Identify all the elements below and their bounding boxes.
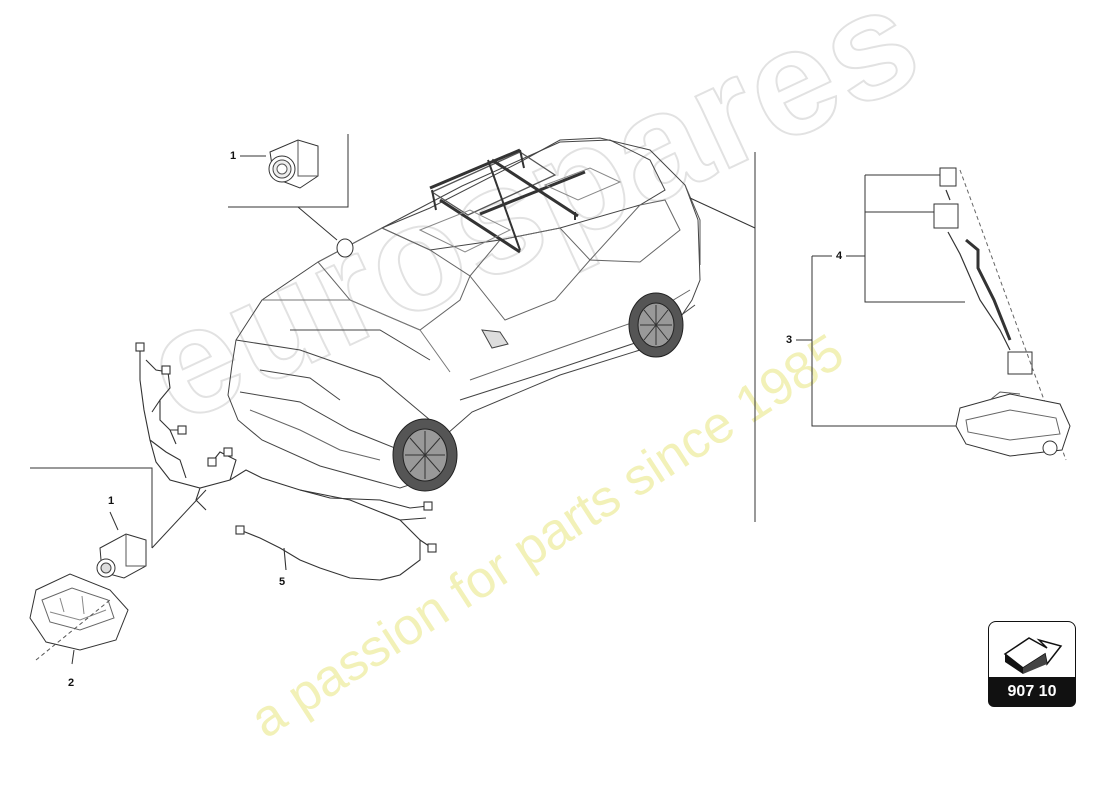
- top-sensor-bracket: [228, 134, 349, 208]
- bottom-sensor-part: [96, 533, 147, 579]
- right-leader: [689, 197, 756, 229]
- callout-top-sensor: 1: [230, 150, 237, 162]
- badge-frame: [988, 621, 1076, 678]
- front-sensor-location: [336, 238, 354, 258]
- callout-bottom-sensor: 1: [108, 495, 115, 507]
- vehicle-outline: [227, 137, 701, 492]
- top-sensor-part: [268, 139, 319, 189]
- top-sensor-leader: [297, 206, 338, 241]
- page-number: 907 10: [988, 677, 1076, 707]
- camera-bracket: [811, 256, 958, 427]
- callout-housing: 2: [68, 677, 75, 689]
- wiring-harness: [135, 342, 437, 581]
- harness-callout-line: [283, 547, 287, 571]
- housing-callout-line: [71, 649, 75, 665]
- page-reference-badge[interactable]: 907 10: [988, 621, 1076, 707]
- connector-bracket: [864, 175, 965, 303]
- callout-wiring-harness: 5: [279, 576, 286, 588]
- housing-part: [29, 573, 129, 651]
- rear-sensor-leader: [151, 489, 207, 549]
- rear-sensor-bracket: [30, 467, 153, 548]
- arrow-page-icon: [1003, 637, 1063, 674]
- top-sensor-group: [228, 134, 354, 258]
- callout-connector-set: 4: [836, 250, 843, 262]
- rear-sensor-group: [29, 467, 207, 665]
- bottom-sensor-callout-line: [109, 511, 119, 531]
- camera-part: [955, 391, 1071, 457]
- callout-camera-assembly: 3: [786, 334, 793, 346]
- right-assembly-group: [689, 152, 1071, 522]
